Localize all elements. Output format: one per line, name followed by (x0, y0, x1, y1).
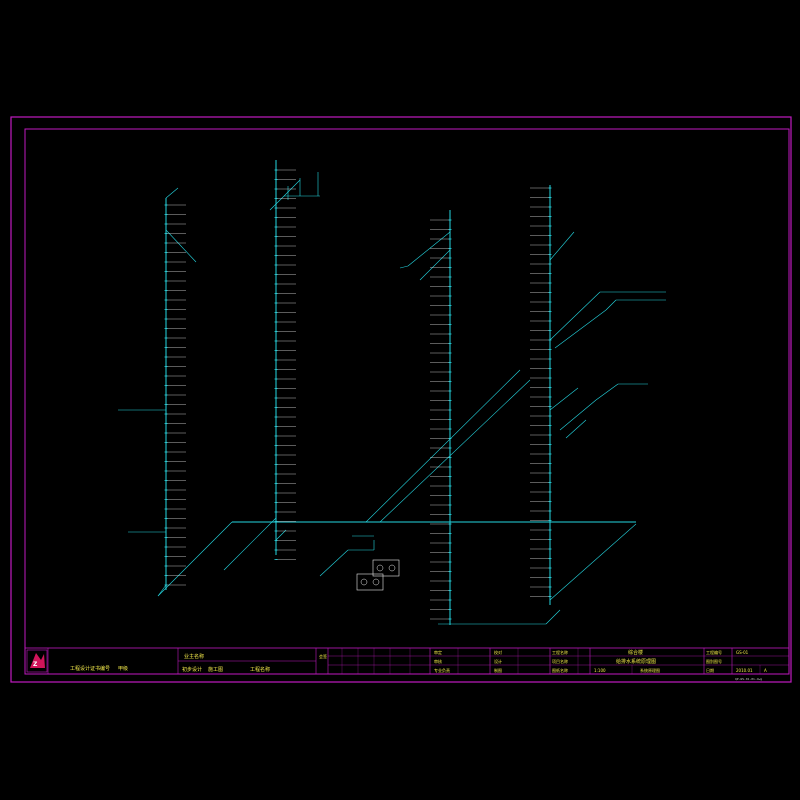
check-label-1: 校对 (494, 649, 502, 655)
project-label-3: 图纸名称 (552, 667, 568, 673)
drawing-type: 系统原理图 (640, 667, 660, 673)
floor-level-ticks (164, 169, 552, 620)
review-label-2: 审核 (434, 658, 442, 664)
inner-frame (24, 128, 790, 675)
number-value-1: GS-01 (736, 650, 749, 655)
number-label-3: 日期 (706, 667, 714, 673)
project-title-2: 给排水系统原理图 (616, 658, 656, 665)
number-label-2: 图别图号 (706, 658, 722, 664)
number-label-1: 工程编号 (706, 649, 722, 655)
certificate-label: 工程设计证书编号 (70, 665, 110, 672)
project-label-2: 项目名称 (552, 658, 568, 664)
review-label-1: 审定 (434, 649, 442, 655)
engineering-label: 工程名称 (250, 666, 270, 673)
file-code: QP-WS-01-01.dwg (735, 677, 762, 681)
drawing-scale: 1:100 (594, 668, 606, 673)
company-logo-icon: Z (26, 649, 48, 673)
side-label: 会签 (319, 653, 327, 659)
check-label-2: 设计 (494, 658, 502, 664)
certificate-grade: 甲级 (118, 665, 128, 672)
design-stage: 初步设计 (182, 666, 202, 673)
project-label-1: 工程名称 (552, 649, 568, 655)
drawing-stage: 施工图 (208, 666, 223, 673)
outer-frame (10, 116, 792, 683)
owner-label: 业主名称 (184, 653, 204, 660)
svg-text:Z: Z (33, 661, 38, 668)
pipe-system (118, 160, 666, 625)
title-block: Z 工程设计证书编号 甲级 业主名称 初步设计 施工图 (24, 647, 790, 681)
review-label-3: 专业负责 (434, 667, 450, 673)
project-title-1: 综合楼 (628, 649, 643, 656)
check-label-3: 制图 (494, 667, 502, 673)
number-value-3: 2010.01 (736, 668, 753, 673)
revision-value: A (764, 668, 767, 673)
